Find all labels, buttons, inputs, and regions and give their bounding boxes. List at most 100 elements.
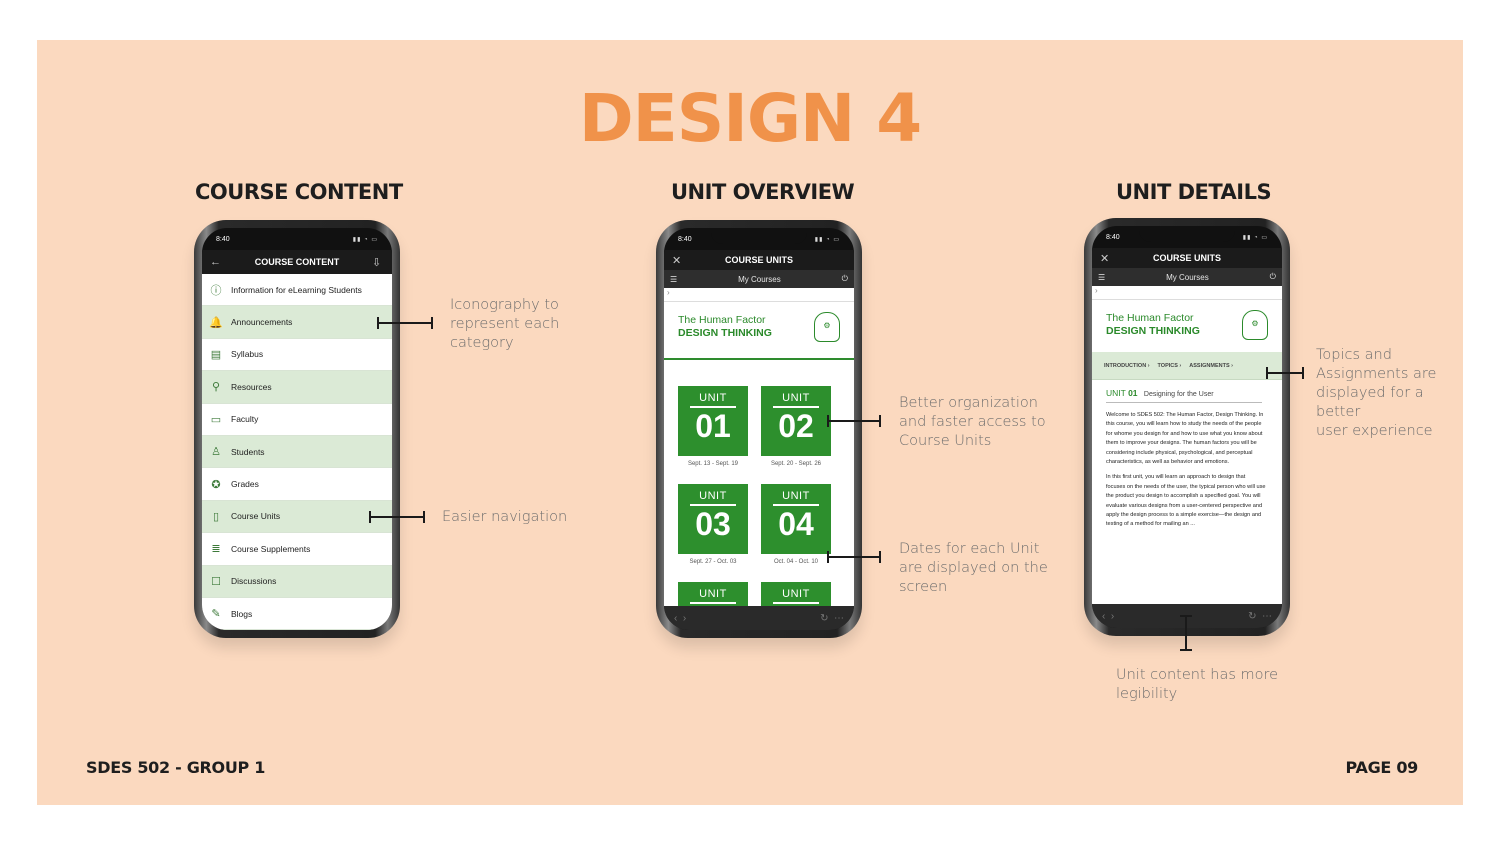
unit-tile-label: UNIT — [782, 588, 810, 600]
list-item-label: Blogs — [231, 608, 253, 619]
expand-icon[interactable]: › — [664, 288, 854, 302]
pointer-organization — [827, 415, 881, 427]
list-item[interactable]: ≣ Course Supplements — [202, 533, 392, 566]
download-icon[interactable]: ⇩ — [371, 256, 382, 269]
person-icon: ♙ — [211, 446, 221, 459]
list-item[interactable]: ▯Course Units — [202, 500, 392, 534]
list-item-label: Faculty — [231, 414, 259, 425]
unit-title: Designing for the User — [1143, 391, 1214, 398]
unit-tabs: INTRODUCTION › TOPICS › ASSIGNMENTS › — [1092, 352, 1282, 380]
my-courses-link[interactable]: My Courses — [1166, 272, 1209, 282]
unit-dates: Sept. 20 - Sept. 26 — [770, 461, 822, 467]
refresh-more-icon[interactable]: ↻ ⋯ — [1248, 610, 1272, 622]
divider — [773, 602, 819, 604]
list-item-label: Syllabus — [231, 349, 264, 360]
divider — [773, 504, 819, 506]
unit-paragraph: In this first unit, you will learn an ap… — [1106, 474, 1266, 528]
note-navigation: Easier navigation — [442, 509, 568, 525]
list-item[interactable]: ▤ Syllabus — [202, 339, 392, 372]
magnifier-icon: ⚲ — [211, 381, 221, 394]
head-gears-icon: ⚙ — [814, 312, 840, 342]
list-item[interactable]: ⚲Resources — [202, 371, 392, 404]
status-time: 8:40 — [1106, 233, 1120, 241]
unit-tile[interactable]: UNIT 01 — [678, 386, 748, 456]
close-icon[interactable]: ✕ — [1100, 252, 1110, 265]
list-item[interactable]: ▭ Faculty — [202, 404, 392, 436]
section-title-unit-overview: UNIT OVERVIEW — [671, 180, 855, 204]
section-title-course-content: COURSE CONTENT — [195, 180, 403, 204]
document-icon: ▤ — [210, 348, 222, 361]
unit-tile[interactable]: UNIT — [761, 582, 831, 606]
section-title-unit-details: UNIT DETAILS — [1116, 180, 1272, 204]
course-title-line2: DESIGN THINKING — [678, 327, 772, 339]
app-bar-title: COURSE UNITS — [724, 255, 793, 265]
my-courses-link[interactable]: My Courses — [738, 274, 781, 284]
menu-icon[interactable]: ☰ — [670, 274, 678, 284]
unit-tile-number: 01 — [695, 407, 731, 444]
list-item[interactable]: ✎ Blogs — [202, 598, 392, 630]
bell-icon: 🔔 — [209, 316, 223, 329]
phone-unit-details: 8:40 ▮▮ ◔ ▭ ✕ COURSE UNITS ☰ My Courses … — [1084, 218, 1290, 636]
book-icon: ▯ — [212, 510, 220, 523]
course-header: The Human Factor DESIGN THINKING ⚙ — [1092, 300, 1282, 352]
pointer-legibility — [1180, 615, 1192, 651]
menu-icon[interactable]: ☰ — [1098, 272, 1106, 282]
unit-dates: Sept. 27 - Oct. 03 — [689, 559, 737, 565]
unit-number: 01 — [1128, 388, 1138, 398]
expand-icon[interactable]: › — [1092, 286, 1282, 300]
slide-title: DESIGN 4 — [578, 80, 922, 157]
award-icon: ✪ — [211, 478, 221, 491]
status-icons: ▮▮ ◔ ▭ — [1242, 234, 1268, 241]
list-item[interactable]: ☐Discussions — [202, 565, 392, 598]
pointer-dates — [827, 551, 881, 563]
id-card-icon: ▭ — [210, 413, 222, 426]
tab-topics[interactable]: TOPICS › — [1157, 362, 1182, 369]
pointer-topics — [1266, 367, 1304, 379]
status-icons: ▮▮ ◔ ▭ — [814, 236, 840, 243]
notch — [711, 228, 807, 244]
status-icons: ▮▮ ◔ ▭ — [352, 236, 378, 243]
slide: DESIGN 4 COURSE CONTENT UNIT OVERVIEW UN… — [37, 40, 1463, 805]
status-time: 8:40 — [678, 235, 692, 243]
list-item-label: Course Supplements — [231, 543, 311, 554]
divider — [1106, 402, 1262, 403]
books-stack-icon: ≣ — [211, 543, 221, 556]
course-title-line1: The Human Factor — [1106, 312, 1194, 324]
app-bar-title: COURSE UNITS — [1152, 253, 1221, 263]
nav-back-forward-icon[interactable]: ‹ › — [1102, 610, 1115, 622]
list-item-label: Students — [231, 446, 265, 457]
unit-tile[interactable]: UNIT — [678, 582, 748, 606]
list-item[interactable]: ✪Grades — [202, 468, 392, 501]
nav-back-forward-icon[interactable]: ‹ › — [674, 612, 687, 624]
list-item[interactable]: ♙ Students — [202, 435, 392, 469]
chat-icon: ☐ — [211, 575, 221, 588]
list-item[interactable]: 🔔Announcements — [202, 306, 392, 339]
course-header: The Human Factor DESIGN THINKING ⚙ — [664, 302, 854, 360]
close-icon[interactable]: ✕ — [672, 254, 682, 267]
unit-paragraph: Welcome to SDES 502: The Human Factor, D… — [1106, 412, 1264, 466]
course-content-list: ⓘ Information for eLearning Students 🔔Anno… — [202, 274, 392, 630]
refresh-more-icon[interactable]: ↻ ⋯ — [820, 612, 844, 624]
list-item[interactable]: ⓘ Information for eLearning Students — [202, 274, 392, 307]
info-icon: ⓘ — [210, 284, 222, 297]
divider — [690, 602, 736, 604]
unit-tile-label: UNIT — [699, 392, 727, 404]
pencil-icon: ✎ — [211, 608, 221, 621]
power-icon[interactable]: ⏻ — [1269, 272, 1276, 281]
status-bar: 8:40 ▮▮ ◔ ▭ — [202, 228, 392, 250]
footer-group: SDES 502 - GROUP 1 — [86, 758, 266, 777]
app-bar: ← COURSE CONTENT ⇩ — [202, 250, 392, 274]
list-item-label: Information for eLearning Students — [231, 284, 362, 295]
unit-tile-label: UNIT — [782, 490, 810, 502]
tab-assignments[interactable]: ASSIGNMENTS › — [1189, 362, 1233, 369]
unit-body: Welcome to SDES 502: The Human Factor, D… — [1092, 403, 1282, 530]
tab-introduction[interactable]: INTRODUCTION › — [1104, 362, 1150, 369]
power-icon[interactable]: ⏻ — [841, 274, 848, 283]
pointer-iconography — [377, 317, 433, 329]
back-arrow-icon[interactable]: ← — [210, 256, 221, 268]
